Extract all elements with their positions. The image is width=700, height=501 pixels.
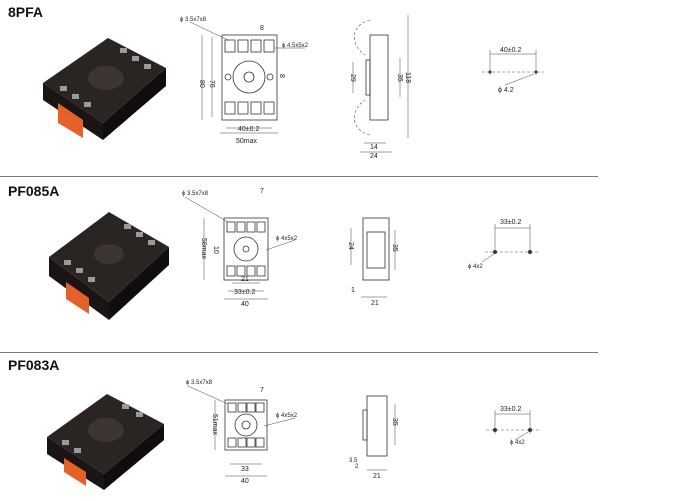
dim-pitch: 7 xyxy=(260,387,264,394)
mounting-hole-drawing: 33±0.2 ϕ 4x2 xyxy=(486,406,540,446)
dim-side-a: 24 xyxy=(347,242,354,250)
dim-side-width-a: 14 xyxy=(370,144,378,151)
socket-photo xyxy=(43,38,166,140)
dim-width-inner: 33 xyxy=(241,466,249,473)
dim-width-inner: 40±0.2 xyxy=(238,126,259,133)
dim-height-outer: 80 xyxy=(198,80,205,88)
dim-width-outer: 40 xyxy=(241,478,249,485)
dim-side-thickness: 1 xyxy=(351,287,355,294)
dim-side-b: 35 xyxy=(396,74,403,82)
dim-side-b: 35 xyxy=(391,418,398,426)
dim-side-b: 35 xyxy=(391,244,398,252)
side-view-drawing: 24 35 1 21 xyxy=(347,217,398,307)
dim-height-outer: 58max xyxy=(200,238,207,260)
divider xyxy=(0,352,598,353)
dim-side-width: 21 xyxy=(371,300,379,307)
section-8pfa: 8PFA ϕ 3.5x7x8 ϕ 4.5x5x2 8 80 76 8 40±0.… xyxy=(0,0,700,176)
dim-side-thickness-b: 2 xyxy=(355,464,359,470)
dim-width-a: 21 xyxy=(241,276,249,283)
front-view-drawing: ϕ 3.5x7x8 ϕ 4.5x5x2 8 80 76 8 40±0.2 50m… xyxy=(180,17,309,145)
dim-height-inner: 76 xyxy=(208,80,215,88)
side-view-drawing: 29 35 118 14 24 xyxy=(349,15,411,160)
model-title: 8PFA xyxy=(8,4,44,20)
mounting-hole-drawing: 33±0.2 ϕ 4x2 xyxy=(468,219,540,270)
dim-mount-spacing: 33±0.2 xyxy=(500,219,521,226)
socket-photo xyxy=(49,212,169,320)
socket-photo xyxy=(47,394,164,490)
side-view-drawing: 35 3.5 2 21 xyxy=(349,395,398,480)
dim-mount-hole: ϕ 4x2 xyxy=(510,440,525,446)
dim-center: 8 xyxy=(278,74,285,78)
mounting-hole-drawing: 40±0.2 ϕ 4.2 xyxy=(482,47,544,94)
dim-mount-hole: ϕ 4.2 xyxy=(498,87,514,94)
dim-pitch: 7 xyxy=(260,188,264,195)
dim-hole-b: ϕ 4x5x2 xyxy=(276,236,298,242)
dim-mount-hole: ϕ 4x2 xyxy=(468,264,483,270)
dim-mount-spacing: 33±0.2 xyxy=(500,406,521,413)
dim-height-outer: 51max xyxy=(211,414,218,436)
model-title: PF083A xyxy=(8,357,60,373)
dim-side-thickness-a: 3.5 xyxy=(349,458,358,464)
dim-width-inner: 33±0.2 xyxy=(234,289,255,296)
front-view-drawing: ϕ 3.5x7x8 ϕ 4x5x2 7 51max 33 40 xyxy=(186,380,298,485)
divider xyxy=(0,176,598,177)
dim-hole-a: ϕ 3.5x7x8 xyxy=(182,191,209,197)
dim-side-width-b: 24 xyxy=(370,153,378,160)
dim-center: 10 xyxy=(212,246,219,254)
dim-hole-b: ϕ 4x5x2 xyxy=(276,413,298,419)
dim-width-outer: 50max xyxy=(236,138,258,145)
dim-width-outer: 40 xyxy=(241,301,249,308)
dim-pitch: 8 xyxy=(260,25,264,32)
dim-hole-a: ϕ 3.5x7x8 xyxy=(180,17,207,23)
front-view-drawing: ϕ 3.5x7x8 ϕ 4x5x2 7 58max 10 21 33±0.2 4… xyxy=(182,188,298,308)
model-title: PF085A xyxy=(8,183,60,199)
dim-hole-b: ϕ 4.5x5x2 xyxy=(282,43,309,49)
section-pf085a: PF085A ϕ 3.5x7x8 ϕ 4x5x2 7 58max 10 21 3… xyxy=(0,176,700,352)
dim-mount-spacing: 40±0.2 xyxy=(500,47,521,54)
section-pf083a: PF083A ϕ 3.5x7x8 ϕ 4x5x2 7 51max 33 40 3… xyxy=(0,352,700,501)
dim-side-a: 29 xyxy=(349,74,356,82)
dim-hole-a: ϕ 3.5x7x8 xyxy=(186,380,213,386)
dim-side-total: 118 xyxy=(404,72,411,83)
dim-side-width: 21 xyxy=(373,473,381,480)
